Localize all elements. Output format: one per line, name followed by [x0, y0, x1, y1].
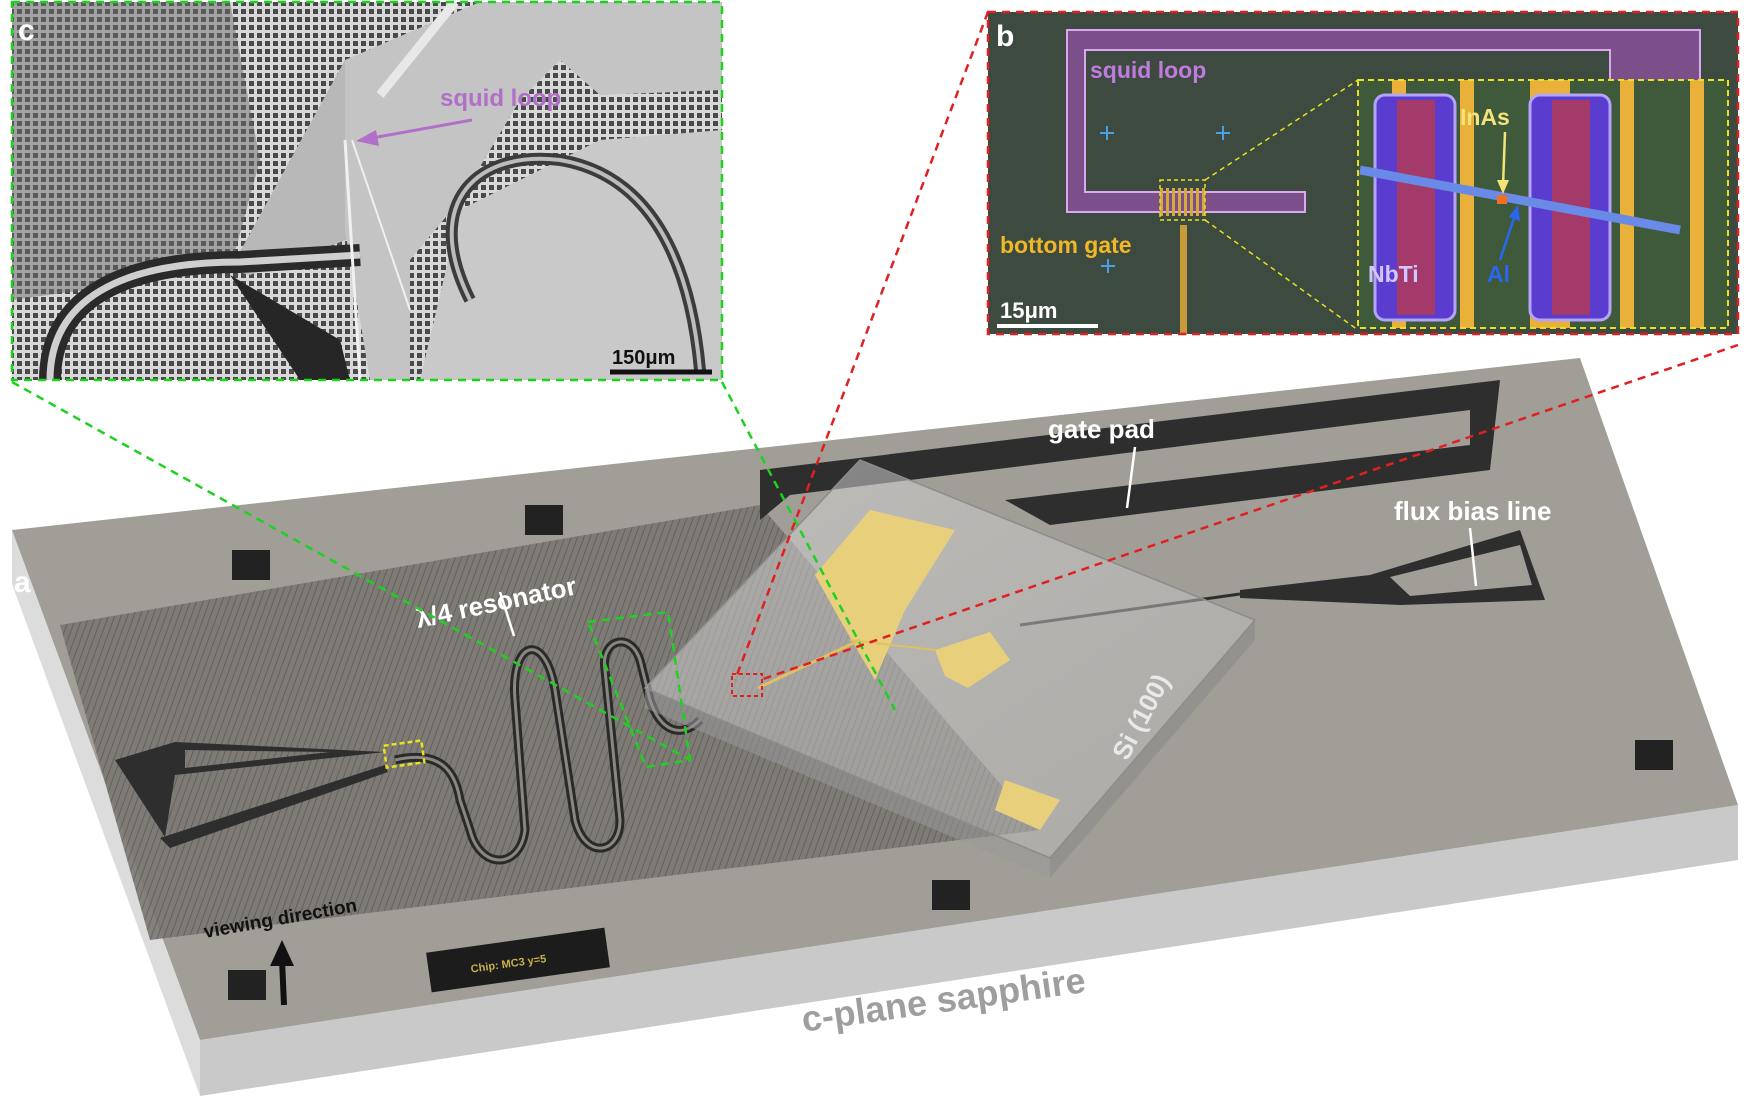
- panel-b-letter: b: [996, 20, 1014, 53]
- feedline-bottom: [160, 765, 388, 848]
- resonator-arrow: [498, 591, 516, 637]
- panel-c-channel: [343, 139, 362, 381]
- panel-c-letter: c: [18, 14, 35, 47]
- zoom-lines: [11, 11, 1739, 769]
- panel-c-squid-arrowhead: [356, 130, 379, 146]
- flux-bias-arrow: [1468, 527, 1478, 587]
- gate-pad-arrow: [1125, 446, 1137, 509]
- bond-pad: [525, 505, 563, 535]
- panel-c-squid-arrow: [371, 118, 473, 140]
- gold-flux-pad: [935, 632, 1010, 688]
- inset-al-label: Al: [1487, 261, 1510, 287]
- gold-flux-trace: [849, 639, 936, 651]
- panel-c-feedline-inner: [46, 251, 361, 381]
- panel-a: Chip: MC3 y=5 Si (100) a λ/4 resonator g…: [12, 358, 1738, 1096]
- panel-b-junction-box: [1159, 179, 1206, 221]
- zoom-c-line: [11, 380, 691, 762]
- panel-a-letter: a: [14, 566, 31, 599]
- panel-b: InAs NbTi Al b squid loop bottom gate 15…: [986, 10, 1740, 336]
- inset-gate-finger: [1620, 80, 1634, 328]
- bond-pad: [232, 550, 270, 580]
- bond-pad: [1635, 740, 1673, 770]
- inset-gate-finger: [1460, 80, 1474, 328]
- panel-b-gate-label: bottom gate: [1000, 232, 1132, 258]
- junction-highlight-box: [382, 739, 426, 769]
- inset-gate-finger: [1690, 80, 1704, 328]
- panel-b-markers: [1100, 126, 1230, 273]
- gold-corner-pad: [995, 780, 1060, 830]
- flux-bias-label: flux bias line: [1394, 496, 1552, 526]
- si-chip-side: [645, 688, 1050, 878]
- panel-b-inset: InAs NbTi Al: [1357, 79, 1729, 329]
- gate-pad-line: [760, 380, 1500, 525]
- panel-b-gate-comb: [1160, 188, 1205, 216]
- chip-id-plate: [426, 927, 610, 993]
- panel-c-ring-inner: [449, 156, 702, 371]
- panel-b-inset-link: [1204, 219, 1359, 331]
- bond-pads: [228, 505, 1673, 1000]
- zoom-c-line: [720, 381, 897, 711]
- inset-nbti-label: NbTi: [1368, 261, 1419, 287]
- inset-nbti-left-core: [1397, 100, 1435, 315]
- panel-b-squid-loop: [1066, 29, 1701, 213]
- si-chip: Si (100): [643, 459, 1257, 878]
- panel-b-inset-link: [1204, 79, 1359, 181]
- inset-frame: [1357, 79, 1729, 329]
- panel-c-substrate-right: [420, 130, 722, 380]
- bond-pad: [228, 970, 266, 1000]
- zoom-b-line: [759, 343, 1739, 682]
- sapphire-front-face: [12, 530, 200, 1096]
- inset-al-arrow: [1498, 211, 1518, 261]
- feedline-taper: [115, 742, 385, 837]
- inset-inas-arrowhead: [1497, 180, 1509, 194]
- inset-inas-arrow: [1501, 131, 1507, 187]
- panel-c-channel-2: [351, 139, 411, 311]
- panel-c-dark-wedge: [230, 275, 350, 380]
- panel-c-squid-label: squid loop: [440, 85, 561, 112]
- sapphire-bottom-face: [200, 805, 1738, 1096]
- zoom-c-box: [586, 610, 692, 769]
- inset-inas-label: InAs: [1460, 104, 1510, 130]
- panel-b-frame: [986, 10, 1740, 336]
- lambda4-resonator-inner: [394, 640, 702, 862]
- panel-b-scale-label: 15μm: [1000, 298, 1058, 323]
- panel-c-frame: [10, 0, 724, 382]
- viewing-direction-arrow-icon: [270, 940, 294, 1006]
- gold-gate-pad: [815, 510, 955, 680]
- panel-c-substrate-left: [230, 60, 360, 275]
- panel-c-scale-label: 150μm: [612, 347, 675, 369]
- device-highlight-box: [731, 673, 763, 697]
- si-chip-side-right: [1050, 620, 1255, 878]
- flux-bias-line: [1240, 530, 1545, 605]
- inset-al-gap: [1497, 195, 1507, 204]
- zoom-b-line: [733, 11, 990, 681]
- panel-c-dark-patch: [12, 2, 260, 300]
- panel-c-substrate-main: [345, 2, 722, 380]
- gate-pad-label: gate pad: [1048, 414, 1155, 444]
- inset-al-arrowhead: [1509, 205, 1520, 221]
- panel-c: c squid loop 150μm: [10, 0, 724, 382]
- panel-b-gate-lead: [1180, 225, 1187, 335]
- panel-b-squid-label: squid loop: [1090, 57, 1206, 83]
- panel-c-bond: [376, 0, 459, 98]
- inset-nanowire: [1359, 165, 1681, 235]
- bond-pad: [932, 880, 970, 910]
